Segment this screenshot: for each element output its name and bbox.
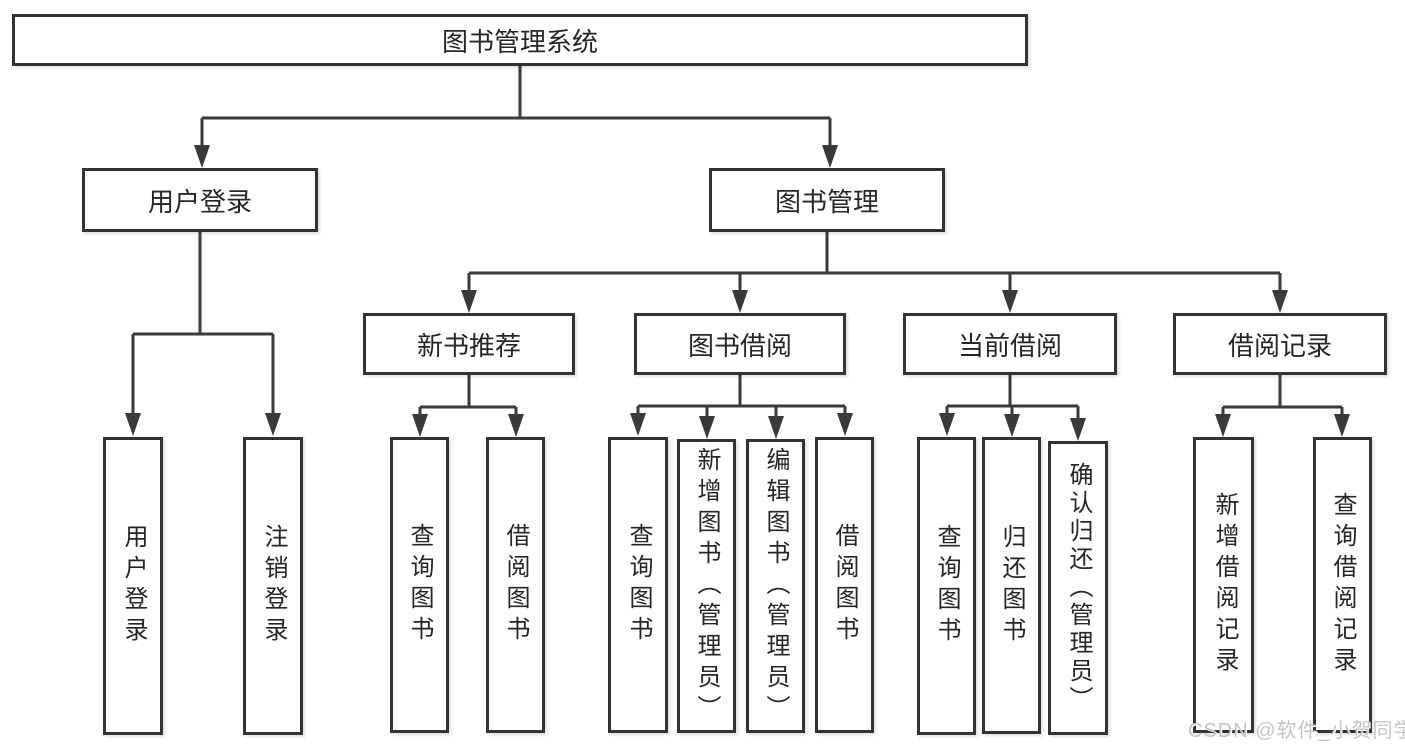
connector-login-to-leaves [131,232,275,418]
leaf-borrow-books-borrowing: 借阅图书 [815,437,874,733]
leaf-edit-book-admin: 编辑图书（管理员） [746,439,805,733]
node-current-borrowing: 当前借阅 [903,313,1117,375]
csdn-watermark: CSDN @软件_小贺同学 [1188,720,1405,742]
arrow-down-icon [1272,290,1288,313]
arrow-down-icon [412,414,428,437]
leaf-add-borrow-record: 新增借阅记录 [1193,437,1254,733]
leaf-user-login: 用户登录 [103,437,163,735]
arrow-down-icon [1070,418,1086,441]
arrow-down-icon [508,414,524,437]
leaf-add-book-admin: 新增图书（管理员） [677,439,736,733]
connector-borrowing-to-leaves [636,375,847,421]
arrow-down-icon [1002,290,1018,313]
node-book-management: 图书管理 [709,168,945,232]
node-user-login: 用户登录 [82,168,318,232]
connector-newbook-to-leaves [418,375,518,419]
leaf-query-books-recommend: 查询图书 [390,437,449,733]
arrow-down-icon [265,413,281,436]
arrow-down-icon [699,416,715,439]
node-borrowing-records: 借阅记录 [1173,313,1387,375]
arrow-down-icon [125,413,141,436]
leaf-return-books: 归还图书 [982,437,1041,734]
connector-current-to-leaves [945,375,1080,423]
arrow-down-icon [1215,414,1231,437]
arrow-down-icon [939,413,955,436]
arrow-down-icon [194,145,210,168]
leaf-query-books-current: 查询图书 [917,437,976,735]
arrow-down-icon [461,290,477,313]
leaf-confirm-return-admin: 确认归还（管理员） [1048,441,1108,735]
leaf-logout: 注销登录 [243,437,303,735]
arrow-down-icon [768,416,784,439]
arrow-down-icon [732,290,748,313]
arrowheads [125,145,1350,441]
leaf-query-borrow-record: 查询借阅记录 [1313,437,1372,733]
connector-root-to-level2 [200,66,832,150]
node-library-system: 图书管理系统 [12,14,1028,66]
arrow-down-icon [1334,414,1350,437]
arrow-down-icon [1004,414,1020,437]
connector-mgmt-to-level3 [467,232,1282,295]
leaf-borrow-books-recommend: 借阅图书 [486,437,545,733]
node-new-book-recommendation: 新书推荐 [363,313,575,375]
connector-records-to-leaves [1221,375,1344,419]
arrow-down-icon [630,413,646,436]
leaf-query-books-borrowing: 查询图书 [608,437,668,733]
arrow-down-icon [822,145,838,168]
node-book-borrowing: 图书借阅 [634,313,846,375]
arrow-down-icon [837,413,853,436]
